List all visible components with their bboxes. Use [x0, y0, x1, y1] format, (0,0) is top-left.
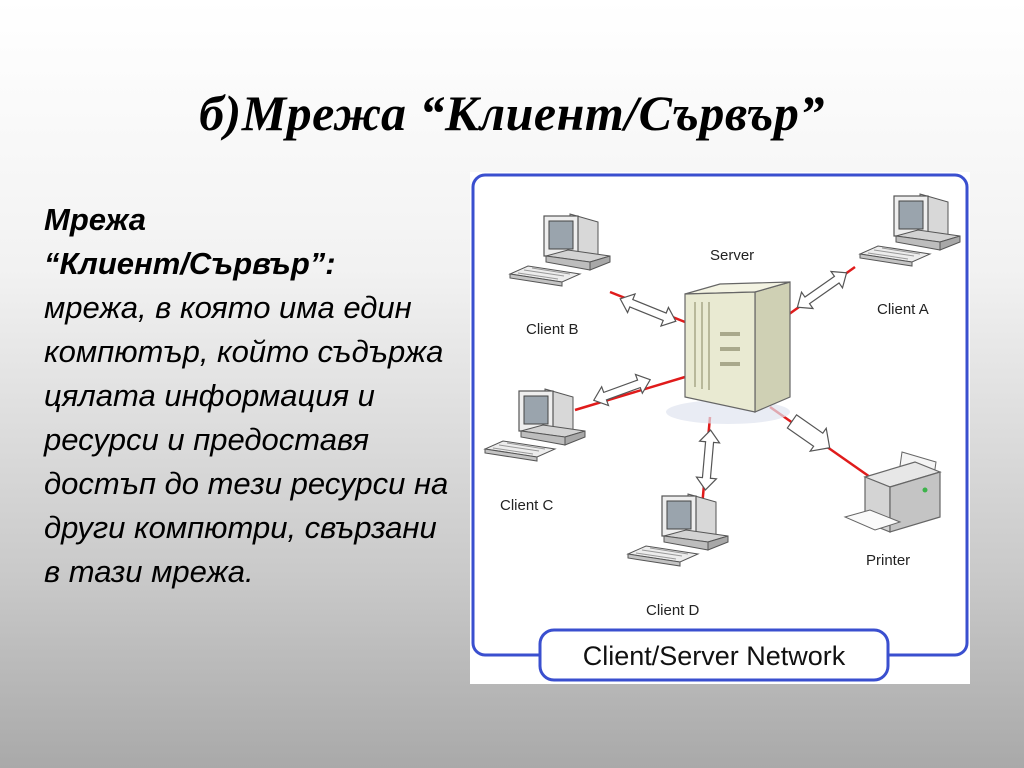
definition-term-line1: Мрежа	[44, 202, 147, 237]
slide-title: б)Мрежа “Клиент/Сървър”	[199, 85, 825, 141]
arrow-client-c	[592, 373, 652, 407]
arrow-client-d	[695, 429, 721, 491]
label-printer: Printer	[866, 552, 910, 569]
traffic-arrows	[592, 270, 848, 491]
definition-term-line2: “Клиент/Сървър”:	[44, 246, 336, 281]
network-diagram: Server Client A Client B Client C Client…	[470, 172, 970, 684]
arrow-client-b	[619, 293, 677, 327]
client-d-computer-icon	[627, 493, 729, 567]
label-client-b: Client B	[526, 321, 579, 338]
printer-icon	[843, 451, 942, 533]
diagram-caption: Client/Server Network	[583, 641, 846, 671]
label-client-a: Client A	[877, 301, 929, 318]
arrow-client-a	[796, 270, 848, 310]
label-client-d: Client D	[646, 602, 700, 619]
label-server: Server	[710, 247, 754, 264]
client-a-computer-icon	[859, 193, 961, 267]
label-client-c: Client C	[500, 497, 554, 514]
arrow-printer	[786, 413, 831, 453]
definition-body: мрежа, в която има един компютър, който …	[44, 290, 449, 589]
server-icon	[666, 281, 791, 424]
network-diagram-svg: Server Client A Client B Client C Client…	[471, 173, 969, 682]
link-client-c	[574, 375, 686, 412]
client-c-computer-icon	[484, 388, 586, 462]
caption-box	[538, 628, 890, 682]
definition-text: Мрежа “Клиент/Сървър”: мрежа, в която им…	[44, 198, 454, 594]
client-b-computer-icon	[509, 213, 611, 287]
